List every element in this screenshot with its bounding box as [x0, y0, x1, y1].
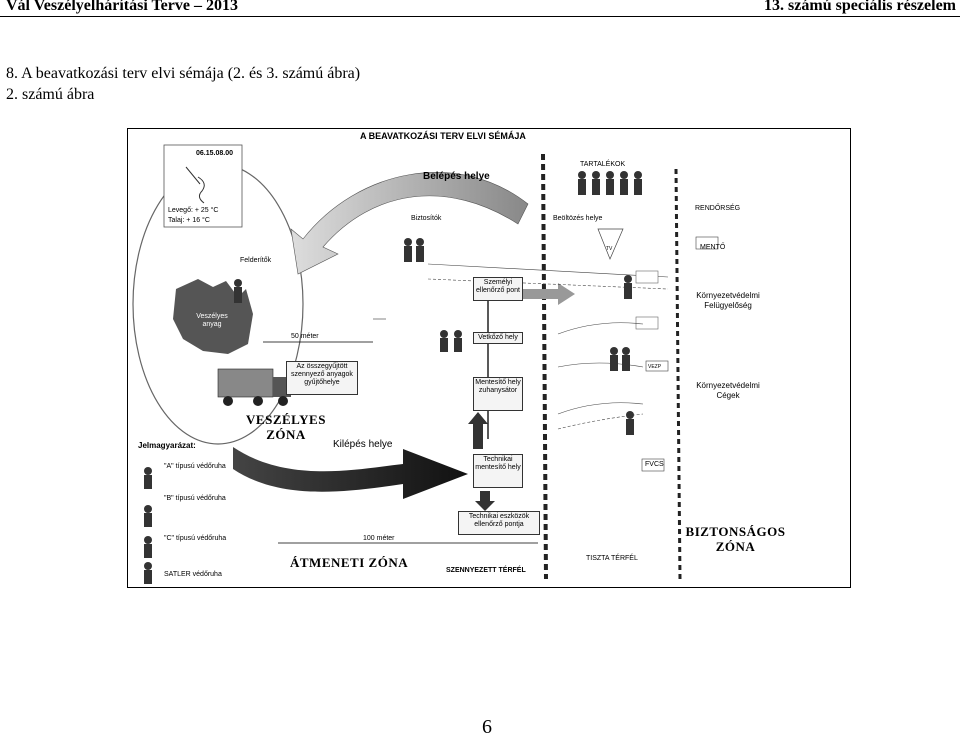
entry-arrow — [290, 172, 529, 275]
scouts-label: Felderítők — [240, 257, 272, 264]
figure-graphics — [132, 144, 719, 584]
safe-zone-label: BIZTONSÁGOS ZÓNA — [685, 524, 786, 554]
weather-box — [163, 144, 243, 228]
weather-datetime: 06.15.08.00 — [196, 150, 233, 157]
clean-side-label: TISZTA TÉRFÉL — [586, 555, 638, 562]
zone-divider-dashed — [541, 153, 548, 580]
ambulance-label: MENTŐ — [700, 244, 726, 251]
hazard-label: Veszélyes anyag — [196, 313, 228, 328]
guards-label: Biztosítók — [411, 215, 442, 222]
header-rule — [0, 16, 960, 17]
collect-box: Az összegyűjtött szennyező anyagok gyűjt… — [286, 361, 358, 395]
danger-zone-label: VESZÉLYES ZÓNA — [246, 412, 326, 442]
police-label: RENDŐRSÉG — [695, 205, 741, 212]
figure-title: A BEAVATKOZÁSI TERV ELVI SÉMÁJA — [360, 131, 526, 141]
dist-100-label: 100 méter — [363, 535, 395, 542]
figure-caption: 2. számú ábra — [6, 86, 95, 103]
personal-check-box: Személyi ellenőrző pont — [473, 277, 523, 301]
legend-item-a: "A" típusú védőruha — [164, 463, 226, 470]
contaminated-side-label: SZENNYEZETT TÉRFÉL — [446, 567, 526, 574]
down-arrow — [475, 491, 495, 511]
env-companies-label: Környezetvédelmi Cégek — [696, 381, 760, 400]
legend-item-satler: SATLER védőruha — [164, 571, 222, 578]
wind-indicator — [185, 166, 205, 204]
exit-arrow — [233, 447, 468, 499]
page-number: 6 — [482, 716, 492, 738]
tech-decon-box: Technikai mentesítő hely — [473, 454, 523, 488]
shower-box: Mentesítő hely zuhanysátor — [473, 377, 523, 411]
personal-check-arrow — [518, 283, 575, 305]
page-header: Vál Veszélyelhárítási Terve – 2013 13. s… — [0, 0, 960, 17]
weather-ground-temp: Talaj: + 16 °C — [168, 217, 210, 224]
personnel-figures — [144, 171, 642, 584]
dist-50-label: 50 méter — [291, 333, 319, 340]
transition-zone-label: ÁTMENETI ZÓNA — [290, 555, 409, 570]
dress-point-label: Beöltözés helye — [553, 215, 603, 222]
env-authority-label: Környezetvédelmi Felügyelőség — [696, 291, 760, 310]
weather-air-temp: Levegő: + 25 °C — [168, 207, 219, 214]
exit-label: Kilépés helye — [333, 439, 393, 450]
tech-check-box: Technikai eszközök ellenőrző pontja — [458, 511, 540, 535]
vezp-label: VEZP — [648, 364, 662, 370]
legend-title: Jelmagyarázat: — [138, 441, 196, 450]
reserves-label: TARTALÉKOK — [580, 161, 626, 168]
truck — [217, 368, 274, 398]
intervention-plan-figure: A BEAVATKOZÁSI TERV ELVI SÉMÁJA 06.15.08… — [127, 128, 851, 588]
section-label: 13. számú speciális részelem — [764, 0, 956, 14]
fvcs-label: FVCS — [645, 461, 664, 468]
section-heading: 8. A beavatkozási terv elvi sémája (2. é… — [6, 65, 361, 82]
legend-item-c: "C" típusú védőruha — [164, 535, 227, 542]
legend-item-b: "B" típusú védőruha — [164, 495, 226, 502]
hazard-blob — [173, 279, 253, 354]
document-title: Vál Veszélyelhárítási Terve – 2013 — [6, 0, 238, 14]
undress-box: Vetkőző hely — [473, 332, 523, 344]
safe-divider-dashed — [674, 168, 682, 580]
entry-label: Belépés helye — [423, 171, 490, 182]
tv-label: TV — [606, 246, 613, 252]
up-arrow — [468, 412, 488, 449]
